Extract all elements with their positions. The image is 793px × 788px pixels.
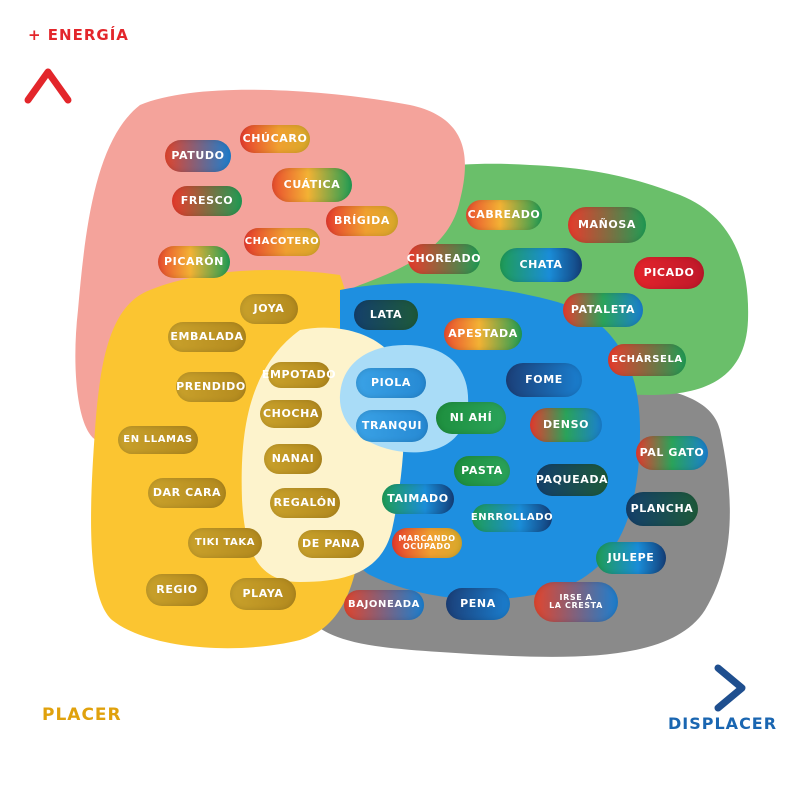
word-tranqui: TRANQUI — [356, 410, 428, 442]
y-axis-arrowhead — [24, 68, 72, 104]
word-fome: FOME — [506, 363, 582, 397]
word-brigida: BRÍGIDA — [326, 206, 398, 236]
word-en-llamas: EN LLAMAS — [118, 426, 198, 454]
word-picaron: PICARÓN — [158, 246, 230, 278]
word-cuatica: CUÁTICA — [272, 168, 352, 202]
word-chacotero: CHACOTERO — [244, 228, 320, 256]
word-pataleta: PATALETA — [563, 293, 643, 327]
word-pasta: PASTA — [454, 456, 510, 486]
word-piola: PIOLA — [356, 368, 426, 398]
word-chata: CHATA — [500, 248, 582, 282]
word-chocha: CHOCHA — [260, 400, 322, 428]
word-empotado: EMPOTADO — [262, 362, 336, 388]
word-picado: PICADO — [634, 257, 704, 289]
word-chucaro: CHÚCARO — [240, 125, 310, 153]
x-axis-end-label: DISPLACER — [668, 714, 778, 733]
word-playa: PLAYA — [230, 578, 296, 610]
word-pena: PENA — [446, 588, 510, 620]
word-regio: REGIO — [146, 574, 208, 606]
word-echarsela: ECHÁRSELA — [608, 344, 686, 376]
x-axis-arrowhead — [714, 664, 746, 712]
word-taimado: TAIMADO — [382, 484, 454, 514]
word-lata: LATA — [354, 300, 418, 330]
word-manosa: MAÑOSA — [568, 207, 646, 243]
word-cabreado: CABREADO — [466, 200, 542, 230]
word-enrrollado: ENRROLLADO — [471, 504, 553, 532]
word-regalon: REGALÓN — [270, 488, 340, 518]
word-nanai: NANAI — [264, 444, 322, 474]
word-choreado: CHOREADO — [407, 244, 481, 274]
word-denso: DENSO — [530, 408, 602, 442]
word-apestada: APESTADA — [444, 318, 522, 350]
word-paqueada: PAQUEADA — [536, 464, 608, 496]
word-irse-a-la-cresta: IRSE A LA CRESTA — [534, 582, 618, 622]
word-marcando-ocupado: MARCANDO OCUPADO — [392, 528, 462, 558]
word-patudo: PATUDO — [165, 140, 231, 172]
word-plancha: PLANCHA — [626, 492, 698, 526]
y-axis-label: + ENERGÍA — [28, 26, 129, 44]
word-ni-ahi: NI AHÍ — [436, 402, 506, 434]
x-axis-start-label: PLACER — [42, 705, 122, 725]
word-prendido: PRENDIDO — [176, 372, 246, 402]
word-bajoneada: BAJONEADA — [344, 590, 424, 620]
word-tiki-taka: TIKI TAKA — [188, 528, 262, 558]
word-pal-gato: PAL GATO — [636, 436, 708, 470]
word-joya: JOYA — [240, 294, 298, 324]
word-embalada: EMBALADA — [168, 322, 246, 352]
word-de-pana: DE PANA — [298, 530, 364, 558]
word-fresco: FRESCO — [172, 186, 242, 216]
word-dar-cara: DAR CARA — [148, 478, 226, 508]
word-julepe: JULEPE — [596, 542, 666, 574]
